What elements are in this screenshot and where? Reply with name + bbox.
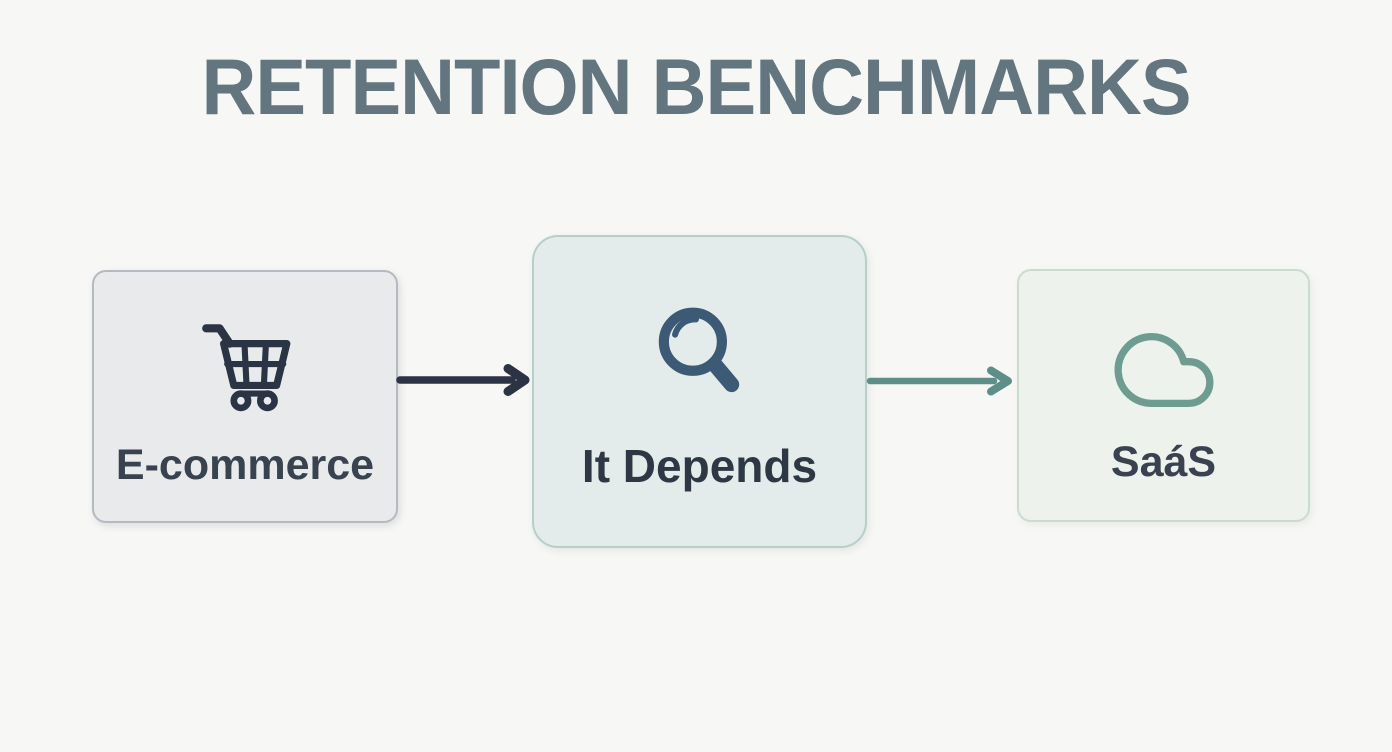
node-ecommerce: E-commerce	[92, 270, 398, 523]
node-label-ecommerce: E-commerce	[115, 441, 375, 489]
node-label-saas: SaáS	[1110, 438, 1217, 486]
node-saas: SaáS	[1017, 269, 1310, 522]
shopping-cart-icon	[202, 324, 291, 412]
arrow-right-icon	[866, 366, 1012, 396]
cloud-icon	[1114, 333, 1213, 407]
page-title: RETENTION BENCHMARKS	[201, 43, 1191, 132]
magnifying-glass-icon	[658, 307, 739, 393]
node-it-depends: It Depends	[532, 235, 867, 548]
node-label-it-depends: It Depends	[581, 440, 818, 492]
arrow-right-icon	[396, 364, 530, 396]
